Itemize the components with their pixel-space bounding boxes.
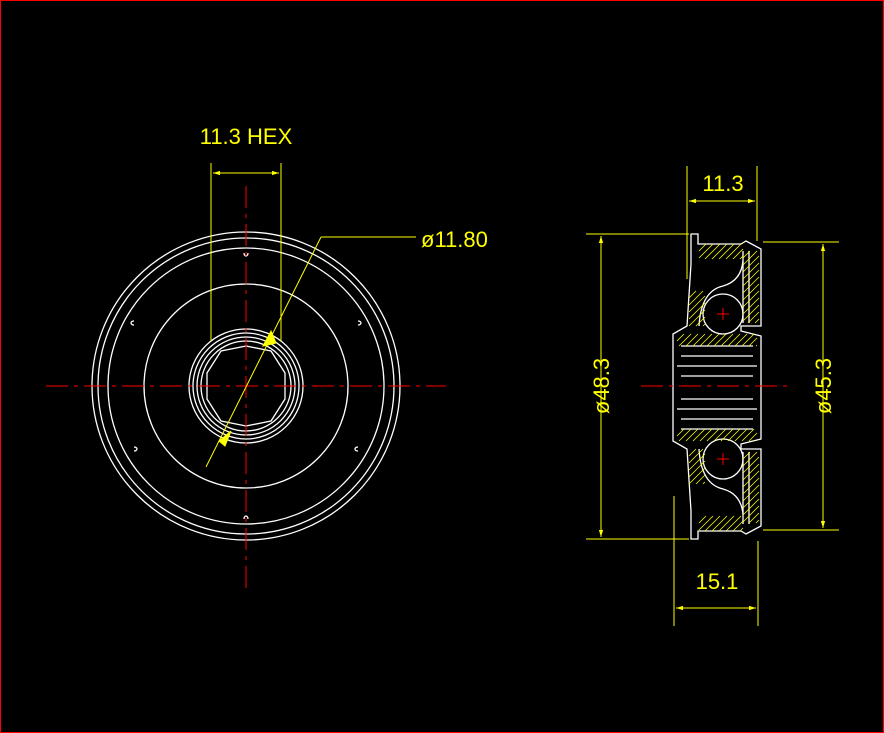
hatch-line [698,243,707,252]
hex-dimension-label: 11.3 HEX [200,124,293,149]
hatch-line [711,243,728,260]
hatch-line [702,481,706,485]
hatch-line [755,519,760,524]
hatch-line [739,527,744,532]
hatch-line [698,515,714,531]
hatch-line [747,311,760,324]
hatch-line [688,309,706,327]
hatch-line [742,250,758,266]
hatch-line [713,333,727,347]
hatch-line [692,333,706,347]
hex-dimension [205,163,416,468]
hatch-line [742,297,760,315]
hatch-line [734,333,748,347]
hatch-line [704,243,721,260]
hatch-line [688,448,704,464]
front-centerlines [46,186,446,591]
hatch-line [742,463,760,481]
hatch-line [742,283,760,301]
hatch-line [742,484,760,502]
hatch-line [742,456,760,474]
hatch-line [718,243,735,260]
hatch-line [718,515,735,532]
section-hatching [676,243,760,532]
hatch-line [720,333,734,347]
hatch-line [748,432,758,442]
hatch-line [755,344,758,347]
hatch-line [742,451,758,467]
hatch-line [688,448,697,457]
hatch-line [754,318,760,324]
hatch-line [698,243,714,259]
hatch-line [720,428,734,442]
hatch-line [742,269,760,287]
hatch-line [742,477,760,495]
hatch-line [688,460,706,478]
hatch-line [748,337,758,347]
hatch-line [742,498,760,516]
section-dimensions [586,166,839,626]
hatch-line [688,290,704,306]
hatch-line [699,428,713,442]
hatch-line [695,474,706,485]
hatch-line [741,428,755,442]
hatch-line [748,512,760,524]
hatch-line [741,333,755,347]
hatch-line [688,453,706,471]
hatch-line [688,302,706,320]
overall-width-label: 15.1 [696,569,739,594]
hatch-line [742,250,751,259]
hatch-line [706,428,720,442]
width-top-label: 11.3 [702,171,743,196]
hatch-line [725,243,742,260]
hatch-line [732,248,744,260]
hatch-line [727,333,741,347]
hatch-line [676,333,685,342]
hatch-line [699,333,713,347]
hatch-line [676,428,685,437]
hatch-line [711,515,728,532]
hatch-line [704,515,721,532]
hatch-line [678,428,692,442]
hatch-line [706,333,720,347]
hatch-line [698,515,707,524]
section-centerlines [641,308,791,465]
hatch-line [742,276,760,294]
hatch-line [742,262,760,280]
hatch-line [702,323,706,327]
hatch-line [688,290,697,299]
hatch-line [695,316,706,327]
hatch-line [742,290,760,308]
hatch-line [692,428,706,442]
hatch-line [685,333,699,347]
hatch-line [742,255,760,273]
hatch-line [742,505,760,523]
hatch-line [727,428,741,442]
hatch-line [688,295,706,313]
hatch-line [685,428,699,442]
hatch-line [732,520,744,532]
hatch-line [755,439,758,442]
hatch-line [742,470,760,488]
hatch-line [678,333,692,347]
hatch-line [734,428,748,442]
inner-diameter-label: ø45.3 [811,358,836,414]
hatch-line [713,428,727,442]
bore-diameter-label: ø11.80 [421,227,488,252]
hatch-line [742,491,760,509]
outer-diameter-label: ø48.3 [589,358,614,414]
hatch-line [742,304,760,322]
hatch-line [742,451,751,460]
hatch-line [688,467,706,485]
hatch-line [725,515,742,532]
hatch-line [739,255,744,260]
